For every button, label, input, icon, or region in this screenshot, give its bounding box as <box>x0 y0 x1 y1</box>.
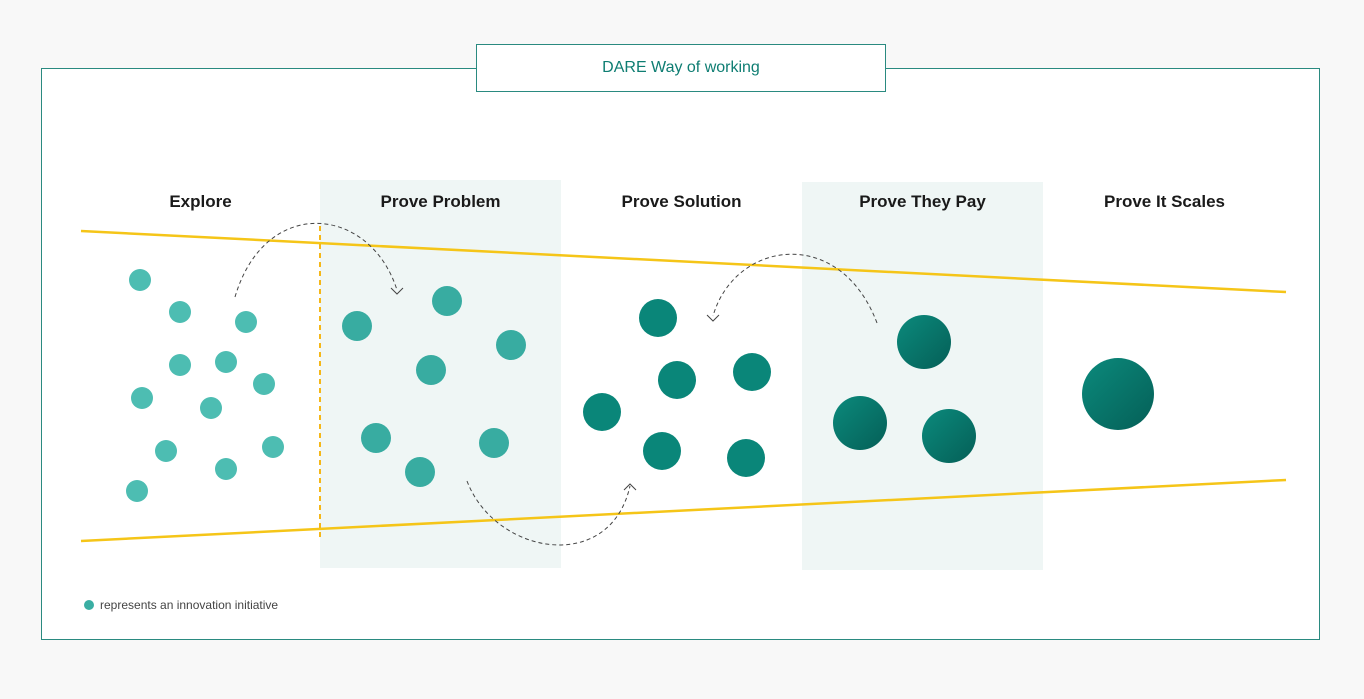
arrow-head-3 <box>706 314 720 322</box>
initiative-dot <box>169 301 191 323</box>
initiative-dot <box>733 353 771 391</box>
funnel-top-line <box>80 229 1287 294</box>
arrow-pay-to-solution <box>712 253 878 324</box>
funnel-bottom-line <box>80 478 1287 543</box>
initiative-dot <box>496 330 526 360</box>
initiative-dot <box>253 373 275 395</box>
initiative-dot <box>126 480 148 502</box>
diagram-title-text: DARE Way of working <box>602 59 760 76</box>
legend: represents an innovation initiative <box>84 598 278 612</box>
prove-they-pay-initiatives <box>833 315 976 463</box>
diagram-title: DARE Way of working <box>476 44 886 92</box>
initiative-dot <box>479 428 509 458</box>
stage-label-prove-solution: Prove Solution <box>621 192 742 211</box>
initiative-dot <box>643 432 681 470</box>
initiative-dot <box>1082 358 1154 430</box>
initiative-dot <box>262 436 284 458</box>
arrow-head-2 <box>623 483 637 491</box>
initiative-dot <box>405 457 435 487</box>
prove-problem-initiatives <box>342 286 526 487</box>
initiative-dot <box>416 355 446 385</box>
initiative-dot <box>922 409 976 463</box>
legend-dot-icon <box>84 600 94 610</box>
arrow-head-1 <box>390 287 404 295</box>
initiative-dot <box>129 269 151 291</box>
initiative-dot <box>833 396 887 450</box>
initiative-dot <box>658 361 696 399</box>
initiative-dot <box>235 311 257 333</box>
stage-label-explore: Explore <box>169 192 232 211</box>
initiative-dot <box>361 423 391 453</box>
stage-label-prove-problem: Prove Problem <box>380 192 501 211</box>
initiative-dot <box>131 387 153 409</box>
initiative-dot <box>727 439 765 477</box>
legend-text: represents an innovation initiative <box>100 598 279 612</box>
stage-label-prove-they-pay: Prove They Pay <box>859 192 986 211</box>
arrow-problem-to-solution <box>466 480 631 546</box>
stage-highlight-prove-they-pay <box>802 182 1043 570</box>
prove-solution-initiatives <box>583 299 771 477</box>
initiative-dot <box>155 440 177 462</box>
initiative-dot <box>200 397 222 419</box>
initiative-dot <box>639 299 677 337</box>
initiative-dot <box>583 393 621 431</box>
stage-label-prove-it-scales: Prove It Scales <box>1104 192 1225 211</box>
diagram-frame <box>41 68 1320 640</box>
initiative-dot <box>215 351 237 373</box>
prove-it-scales-initiatives <box>1082 358 1154 430</box>
initiative-dot <box>897 315 951 369</box>
explore-initiatives <box>126 269 284 502</box>
initiative-dot <box>342 311 372 341</box>
initiative-dot <box>169 354 191 376</box>
arrow-explore-to-problem <box>234 222 398 298</box>
initiative-dot <box>215 458 237 480</box>
initiative-dot <box>432 286 462 316</box>
